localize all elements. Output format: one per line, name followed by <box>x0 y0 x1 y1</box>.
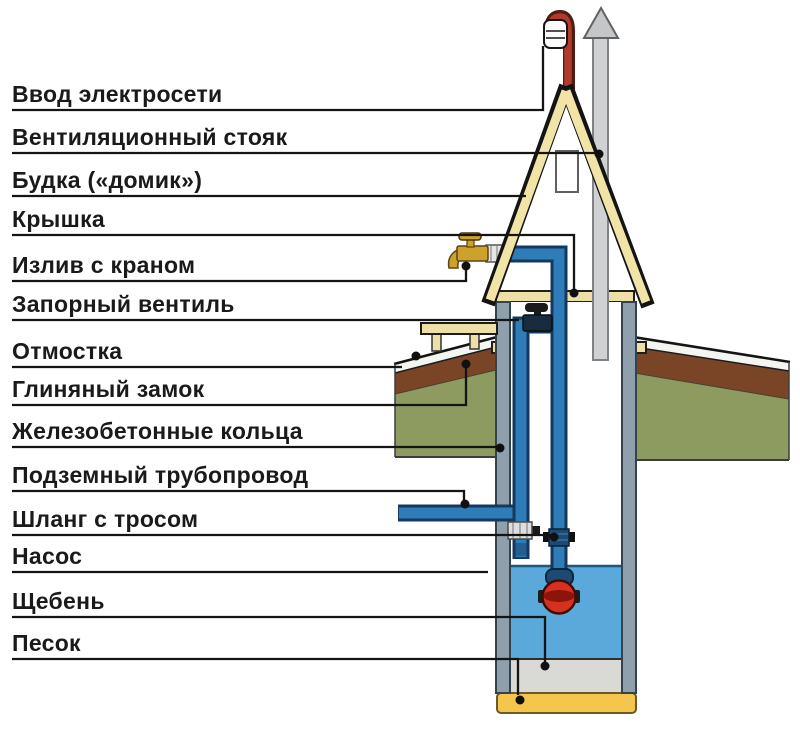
leader-dot <box>461 261 471 271</box>
sand-layer <box>496 692 637 714</box>
diagram-label-7: Отмостка <box>12 338 122 364</box>
diagram-label-3: Будка («домик») <box>12 167 202 193</box>
apron-right <box>634 338 789 371</box>
leader-dot <box>540 661 550 671</box>
roof-vent-duct <box>555 150 579 193</box>
leader-dot <box>569 288 579 298</box>
clay-soil-edge-left <box>394 369 497 395</box>
booth-roof <box>481 83 655 309</box>
valve-handwheel <box>525 303 548 312</box>
rafter-right <box>561 89 651 304</box>
diagram-label-8: Глиняный замок <box>12 376 205 402</box>
clay-soil-edge-right <box>633 372 790 400</box>
diagram-label-2: Вентиляционный стояк <box>12 124 288 150</box>
shutoff-valve <box>522 303 553 332</box>
diagram-label-5: Излив с краном <box>12 252 195 278</box>
vent-arrow-up-icon <box>582 5 620 39</box>
diagram-label-4: Крышка <box>12 206 105 232</box>
bench-leg <box>469 333 480 350</box>
gravel-layer <box>509 658 622 693</box>
leader-dot <box>549 532 559 542</box>
leader-dot <box>594 149 604 159</box>
concrete-ring-wall-right <box>621 301 637 694</box>
bench-leg <box>431 333 442 352</box>
bench-plank <box>420 322 498 335</box>
coupling-nut <box>532 526 540 535</box>
diagram-label-9: Железобетонные кольца <box>11 418 303 444</box>
clay-layer-right <box>634 347 789 399</box>
riser-pipe <box>498 248 565 576</box>
label-leader-line <box>12 615 547 662</box>
soil-left <box>395 370 496 457</box>
label-leader-line <box>12 46 545 112</box>
label-leader-line <box>12 269 468 283</box>
apron-clay-edge-left <box>394 346 497 374</box>
tap-assembly <box>447 232 503 269</box>
apron-bench <box>420 322 498 352</box>
valve-stem <box>534 310 541 317</box>
concrete-ring-wall-left <box>495 301 511 694</box>
ground-right <box>632 335 791 461</box>
leader-dot <box>461 359 471 369</box>
rafter-left <box>485 89 571 302</box>
ground-left <box>393 335 498 458</box>
diagram-label-12: Насос <box>12 543 82 569</box>
hose-fitting-nub <box>569 532 575 542</box>
label-leader-line <box>12 368 468 407</box>
clay-layer-left <box>395 347 496 394</box>
pump <box>538 568 580 615</box>
label-leader-line <box>12 489 466 500</box>
leader-dot <box>411 351 421 361</box>
hose-fitting-nub <box>543 532 549 542</box>
ground-surface-line-left <box>393 335 498 366</box>
apron-clay-edge-right <box>633 346 790 372</box>
leader-dot <box>460 499 470 509</box>
diagram-label-13: Щебень <box>12 588 105 614</box>
label-leader-line <box>12 233 576 290</box>
diagram-label-14: Песок <box>12 630 81 656</box>
insulator <box>543 19 568 49</box>
diagram-label-10: Подземный трубопровод <box>12 462 308 488</box>
pump-band <box>543 590 575 602</box>
power-entry <box>543 9 575 89</box>
diagram-label-1: Ввод электросети <box>12 81 222 107</box>
ground-surface-line-right <box>632 335 791 364</box>
diagram-label-6: Запорный вентиль <box>12 291 235 317</box>
valve-body <box>522 314 553 332</box>
soil-right <box>634 373 789 460</box>
tap-body <box>456 245 489 262</box>
diagram-label-11: Шланг с тросом <box>12 506 198 532</box>
callout-lines <box>12 46 604 705</box>
label-leader-line <box>12 657 520 695</box>
leader-dot <box>495 443 505 453</box>
leader-dot <box>515 695 525 705</box>
